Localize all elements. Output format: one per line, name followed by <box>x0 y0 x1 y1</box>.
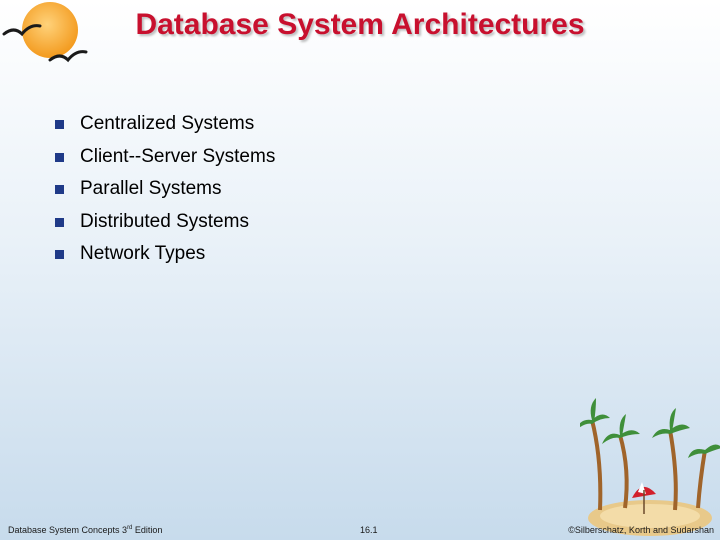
bullet-item: Network Types <box>55 242 275 275</box>
footer-book-superscript: rd <box>127 525 133 531</box>
sun-with-birds-icon <box>2 2 88 63</box>
footer-copyright: ©Silberschatz, Korth and Sudarshan <box>568 525 714 535</box>
palm-island-icon <box>580 398 720 536</box>
bullet-text: Client--Server Systems <box>80 145 276 167</box>
square-bullet-icon <box>55 217 64 227</box>
bullet-text: Centralized Systems <box>80 113 255 134</box>
bullet-item: Centralized Systems <box>55 112 275 145</box>
slide-title: Database System Architectures <box>135 8 585 41</box>
bullet-text: Distributed Systems <box>80 210 249 232</box>
square-bullet-icon <box>55 250 64 259</box>
bullet-item: Client--Server Systems <box>55 145 275 178</box>
square-bullet-icon <box>55 185 64 194</box>
square-bullet-icon <box>55 120 64 129</box>
footer-page-number: 16.1 <box>360 525 378 535</box>
footer-book-suffix: Edition <box>132 525 163 535</box>
bullet-text: Network Types <box>80 243 206 264</box>
square-bullet-icon <box>55 152 64 162</box>
bullet-list: Centralized Systems Client--Server Syste… <box>55 112 275 275</box>
bullet-text: Parallel Systems <box>80 178 222 199</box>
footer-book-prefix: Database System Concepts 3 <box>8 525 128 535</box>
footer-book-title: Database System Concepts 3rd Edition <box>8 525 162 535</box>
bullet-item: Distributed Systems <box>55 210 275 243</box>
bullet-item: Parallel Systems <box>55 177 275 210</box>
